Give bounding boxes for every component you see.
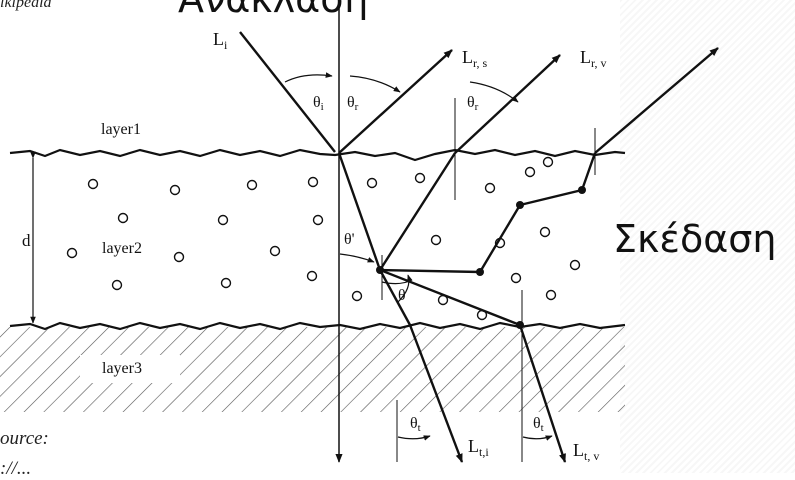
particle	[484, 182, 496, 194]
refracted-ray	[337, 152, 382, 271]
theta-r-arc-2	[469, 81, 519, 103]
particle	[66, 247, 78, 259]
particle	[510, 272, 522, 284]
theta-r-label-2: θr	[467, 94, 479, 113]
particle	[306, 270, 318, 282]
incident-ray	[239, 31, 336, 153]
particle	[351, 290, 363, 302]
layer3-label-bg	[80, 355, 180, 383]
scatter-node	[516, 201, 524, 209]
particle	[217, 214, 229, 226]
particle	[169, 184, 181, 196]
particle	[545, 289, 557, 301]
reflection-title: Ανάκλαση	[178, 0, 368, 18]
particle	[87, 178, 99, 190]
specular-reflection-ray	[338, 49, 453, 154]
particle	[569, 259, 581, 271]
theta-r-arc	[349, 75, 401, 93]
theta-t-arc	[397, 435, 431, 441]
particle	[269, 245, 281, 257]
layer1-label: layer1	[101, 121, 141, 138]
particle	[366, 177, 378, 189]
particle	[246, 179, 258, 191]
theta-r-label: θr	[347, 94, 359, 113]
background-pattern	[620, 0, 795, 473]
specular-reflection-label: Lr, s	[462, 47, 488, 70]
theta-label: θ	[398, 287, 406, 304]
transmitted-i-label: Lt,i	[468, 436, 489, 459]
theta-prime-label: θ'	[344, 231, 355, 248]
particle	[542, 156, 554, 168]
particle	[117, 212, 129, 224]
scatter-direct-ray	[378, 269, 412, 326]
theta-arc	[397, 274, 413, 303]
multiple-scattering-path	[379, 152, 597, 274]
scattered-up-ray	[378, 152, 457, 271]
particle	[312, 214, 324, 226]
particle	[307, 176, 319, 188]
particle	[476, 309, 488, 321]
scatter-node	[476, 268, 484, 276]
theta-t-arc-2	[522, 435, 553, 441]
theta-i-label: θi	[313, 94, 324, 113]
exit-ray	[594, 47, 719, 154]
layer3-label: layer3	[102, 360, 142, 377]
transmitted-ray-1	[408, 324, 464, 463]
theta-t-label-2: θt	[533, 415, 544, 434]
particle	[111, 279, 123, 291]
source-url[interactable]: ://...	[0, 458, 32, 479]
thickness-label: d	[22, 231, 31, 250]
layer2-label: layer2	[102, 240, 142, 257]
theta-i-arc	[284, 72, 333, 83]
incident-label: Li	[213, 29, 228, 52]
particle	[414, 172, 426, 184]
scatter-to-bottom-ray	[379, 268, 521, 327]
wikipedia-label: ikipedia	[0, 0, 52, 11]
particle	[430, 234, 442, 246]
theta-arc-2	[381, 279, 413, 285]
theta-t-label: θt	[410, 415, 421, 434]
transmitted-v-label: Lt, v	[573, 440, 599, 463]
particle	[220, 277, 232, 289]
volume-reflection-label: Lr, v	[580, 47, 607, 70]
particle	[539, 226, 551, 238]
source-label: ource:	[0, 428, 49, 449]
particles	[66, 156, 581, 321]
scattering-title: Σκέδαση	[613, 217, 777, 261]
theta-prime-arc	[339, 253, 375, 263]
volume-reflection-ray	[454, 54, 561, 154]
scatter-node	[376, 266, 384, 274]
transmitted-ray-2	[518, 324, 567, 463]
scatter-node	[516, 321, 524, 329]
top-interface	[9, 148, 626, 162]
particle	[437, 294, 449, 306]
scatter-node	[578, 186, 586, 194]
particle	[173, 251, 185, 263]
particle	[494, 237, 506, 249]
particle	[524, 166, 536, 178]
